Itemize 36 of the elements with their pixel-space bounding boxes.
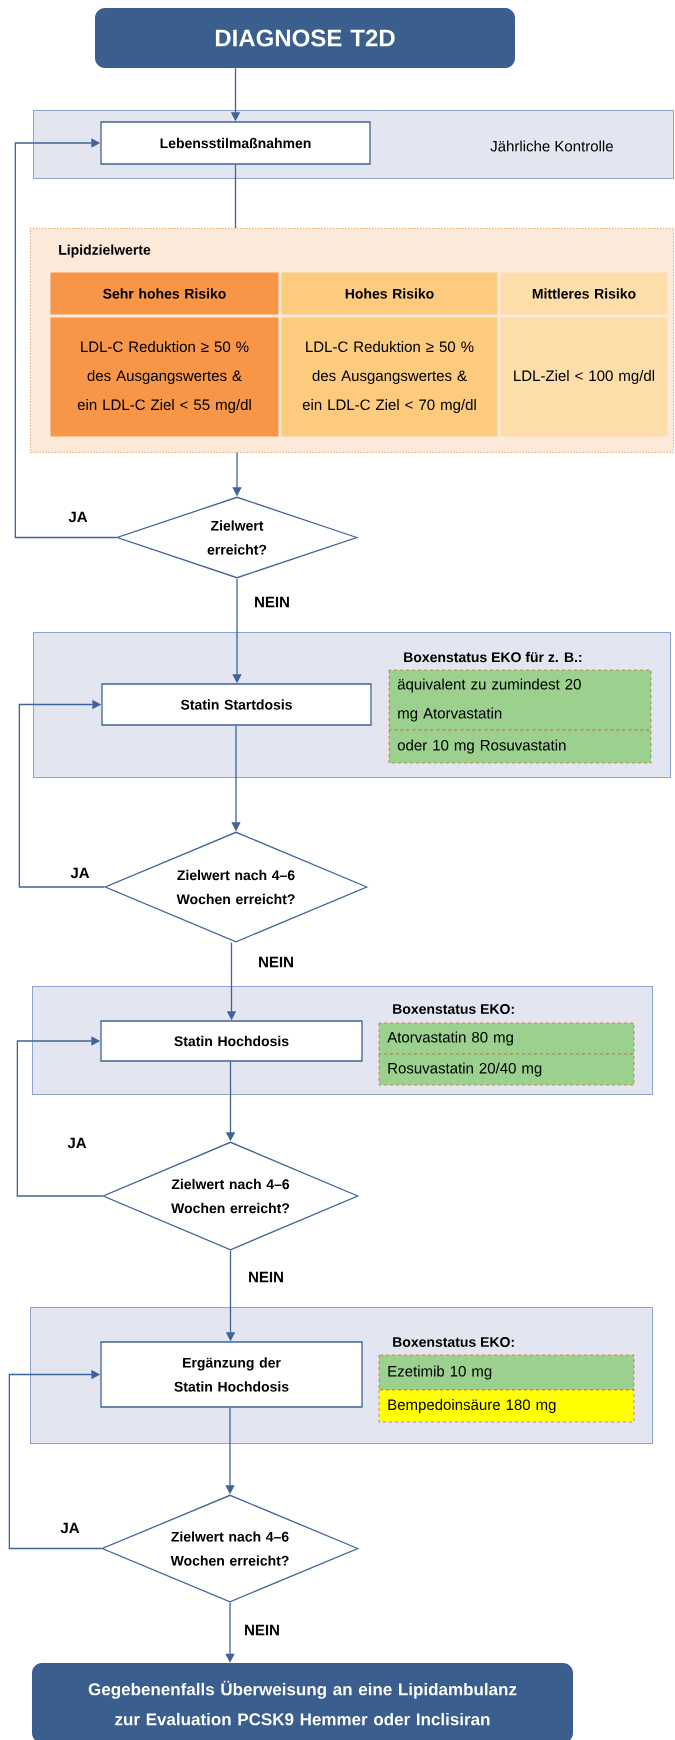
table-cell: Hohes Risiko bbox=[281, 272, 498, 315]
node-label: Mittleres Risiko bbox=[532, 288, 636, 299]
process-box: Lebensstilmaßnahmen bbox=[100, 121, 371, 165]
edge-label: NEIN bbox=[243, 1623, 281, 1637]
note-text: Jährliche Kontrolle bbox=[490, 140, 613, 152]
process-box: Statin Startdosis bbox=[101, 683, 372, 726]
edge-label: NEIN bbox=[253, 595, 291, 609]
edge-label: NEIN bbox=[247, 1270, 285, 1284]
edge-label: JA bbox=[69, 866, 91, 880]
band-heading: Boxenstatus EKO für z. B.: bbox=[404, 651, 582, 663]
arrow bbox=[14, 138, 117, 539]
process-box: Statin Hochdosis bbox=[100, 1020, 363, 1062]
table-cell: LDL-C Reduktion ≥ 50 % des Ausgangswertes & ein LDL-C Ziel < 55 mg/dl bbox=[50, 317, 279, 437]
arrow bbox=[8, 1369, 102, 1550]
drug-row: Ezetimib 10 mg bbox=[378, 1354, 635, 1391]
drug-row: Rosuvastatin 20/40 mg bbox=[378, 1053, 635, 1086]
table-cell: LDL-Ziel < 100 mg/dl bbox=[500, 317, 668, 437]
node-label: LDL-Ziel < 100 mg/dl bbox=[514, 370, 655, 384]
panel-heading: Lipidzielwerte bbox=[59, 244, 151, 258]
arrow bbox=[18, 699, 105, 888]
end-box: Gegebenenfalls Überweisung an eine Lipidambulanz zur Evaluation PCSK9 Hemmer oder Inclisiran bbox=[32, 1663, 573, 1740]
arrow bbox=[16, 1036, 103, 1197]
band-heading: Boxenstatus EKO: bbox=[393, 1004, 514, 1014]
title-box: DIAGNOSE T2D bbox=[95, 8, 515, 68]
drug-row: Atorvastatin 80 mg bbox=[378, 1022, 635, 1055]
drug-row: oder 10 mg Rosuvastatin bbox=[388, 729, 652, 764]
edge-label: JA bbox=[59, 1521, 81, 1535]
table-cell: LDL-C Reduktion ≥ 50 % des Ausgangswertes & ein LDL-C Ziel < 70 mg/dl bbox=[281, 317, 498, 437]
drug-row: Bempedoinsäure 180 mg bbox=[378, 1389, 635, 1423]
edge-label: NEIN bbox=[257, 955, 295, 969]
band-heading: Boxenstatus EKO: bbox=[393, 1337, 514, 1347]
process-box: Ergänzung der Statin Hochdosis bbox=[100, 1341, 363, 1408]
table-cell: Mittleres Risiko bbox=[500, 272, 668, 315]
table-cell: Sehr hohes Risiko bbox=[50, 272, 279, 315]
edge-label: JA bbox=[66, 1136, 88, 1150]
edge-label: JA bbox=[67, 510, 89, 524]
